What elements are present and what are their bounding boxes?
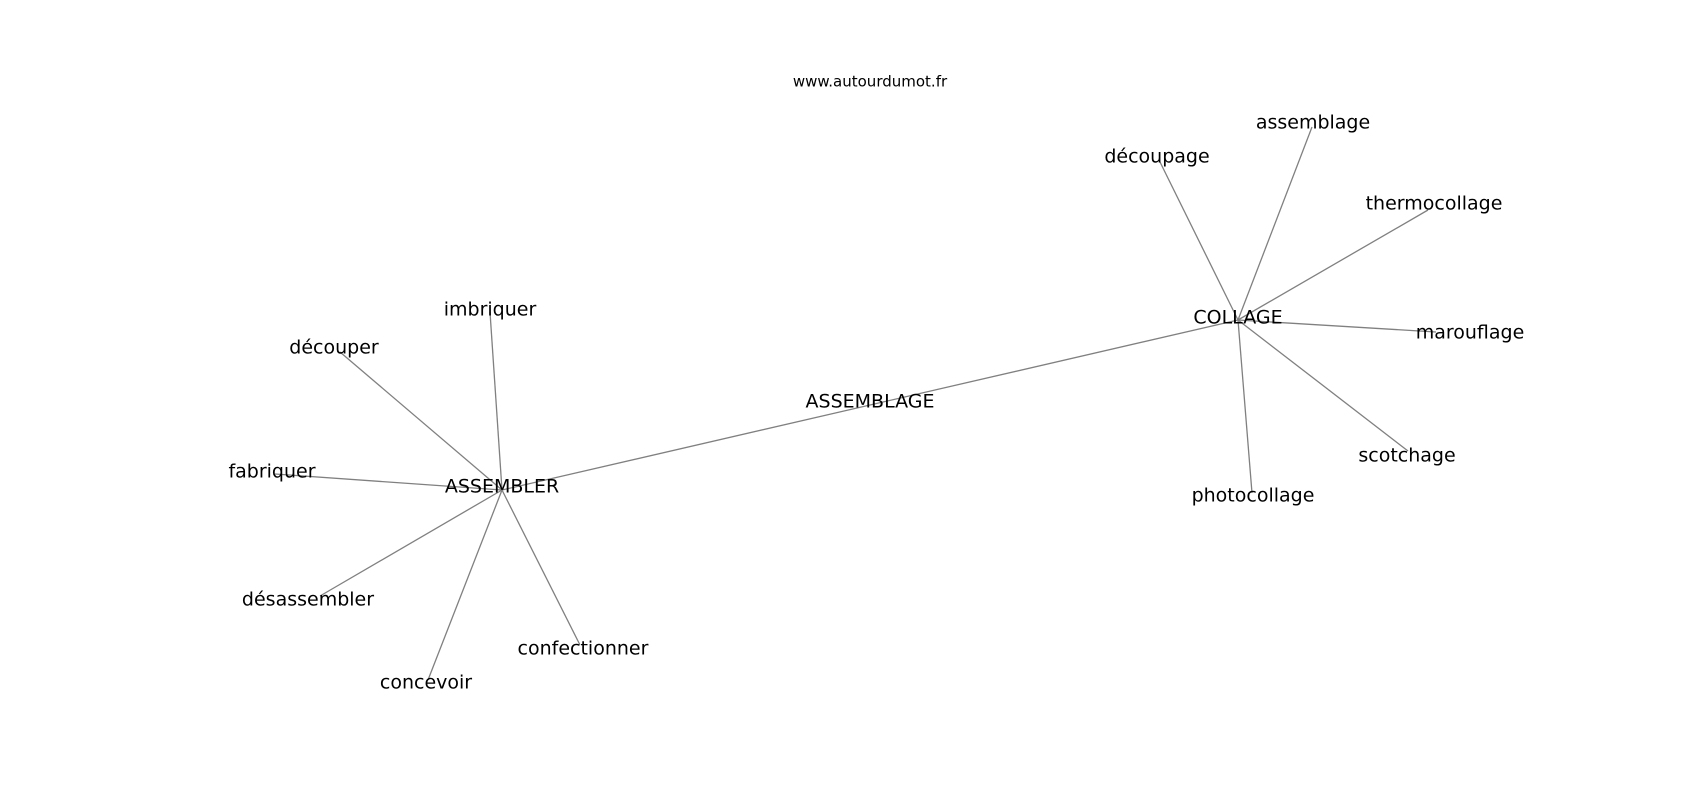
node-fabriquer[interactable]: fabriquer bbox=[228, 461, 315, 483]
node-decouper[interactable]: découper bbox=[289, 337, 379, 359]
node-scotchage[interactable]: scotchage bbox=[1358, 445, 1455, 467]
graph-nodes: ASSEMBLAGE ASSEMBLER COLLAGE imbriquer décou… bbox=[228, 112, 1524, 694]
edge-collage-assemblage bbox=[1237, 126, 1313, 321]
node-concevoir[interactable]: concevoir bbox=[380, 672, 472, 694]
node-decoupage[interactable]: découpage bbox=[1104, 146, 1209, 168]
node-collage[interactable]: COLLAGE bbox=[1193, 307, 1282, 329]
edge-collage-thermocollage bbox=[1237, 209, 1429, 321]
node-assemblage[interactable]: assemblage bbox=[1256, 112, 1370, 134]
node-desassembler[interactable]: désassembler bbox=[242, 589, 374, 611]
edge-collage-scotchage bbox=[1237, 319, 1409, 452]
edge-collage-marouflage bbox=[1237, 319, 1437, 333]
edge-assembler-desassembler bbox=[319, 489, 503, 597]
node-assembler[interactable]: ASSEMBLER bbox=[445, 476, 559, 498]
node-marouflage[interactable]: marouflage bbox=[1416, 322, 1525, 344]
edge-assembler-decouper bbox=[339, 351, 503, 491]
edge-collage-decoupage bbox=[1159, 161, 1239, 321]
edge-assembler-fabriquer bbox=[274, 473, 503, 491]
edge-assembler-confectionner bbox=[501, 489, 581, 646]
node-thermocollage[interactable]: thermocollage bbox=[1366, 193, 1503, 215]
edge-assembler-concevoir bbox=[427, 489, 503, 681]
node-assemblage-center[interactable]: ASSEMBLAGE bbox=[806, 391, 935, 413]
node-photocollage[interactable]: photocollage bbox=[1192, 485, 1315, 507]
graph-edges bbox=[274, 126, 1437, 681]
edge-assembler-imbriquer bbox=[489, 311, 503, 491]
edge-collage-photocollage bbox=[1237, 319, 1253, 494]
node-confectionner[interactable]: confectionner bbox=[518, 638, 649, 660]
edge-assembler-collage bbox=[501, 319, 1239, 491]
site-url[interactable]: www.autourdumot.fr bbox=[793, 73, 948, 91]
node-imbriquer[interactable]: imbriquer bbox=[444, 299, 537, 321]
